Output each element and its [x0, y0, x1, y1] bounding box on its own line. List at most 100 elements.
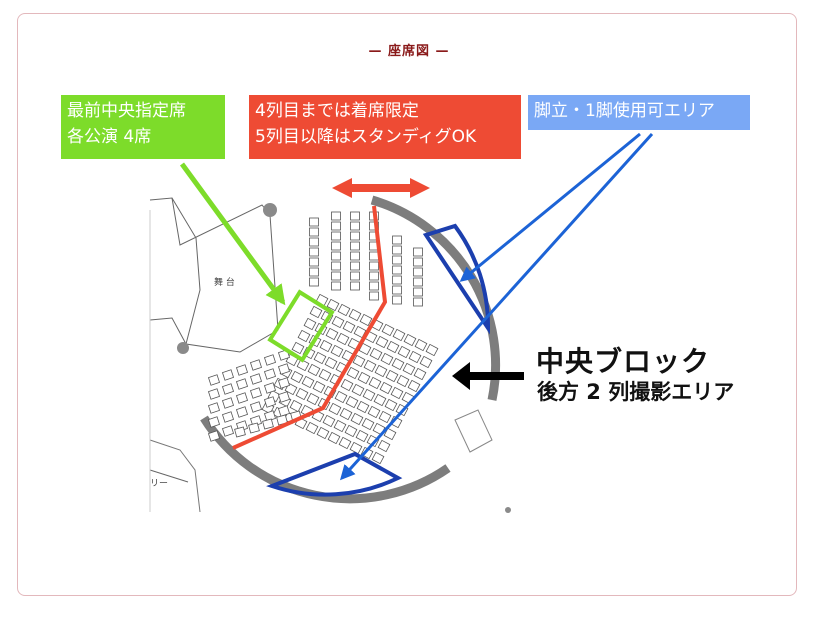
seat — [263, 382, 277, 394]
seat — [263, 368, 277, 380]
seat — [331, 231, 341, 241]
stage-label: 舞 台 — [214, 276, 235, 288]
seat — [235, 406, 249, 418]
seat — [339, 407, 353, 421]
seat — [324, 356, 338, 370]
seat — [295, 387, 309, 401]
seat — [392, 275, 402, 285]
seat — [234, 426, 246, 438]
seat — [306, 392, 320, 406]
stepladder-text: 脚立・1脚使用可エリア — [534, 101, 715, 121]
seat — [350, 412, 364, 426]
seat — [392, 235, 402, 245]
seat — [309, 247, 319, 257]
seat — [392, 295, 402, 305]
seat — [301, 375, 315, 389]
seat — [356, 400, 370, 414]
seat — [397, 345, 411, 359]
seat — [385, 369, 399, 383]
seat — [351, 383, 365, 397]
seat — [371, 451, 385, 465]
seat — [318, 368, 332, 382]
seat — [309, 277, 319, 287]
seat — [396, 374, 410, 388]
seating-limit-line-1: 4列目までは着席限定 — [255, 101, 419, 121]
seat — [331, 281, 341, 291]
seat — [333, 419, 347, 433]
black-arrow — [452, 362, 524, 390]
seat — [352, 354, 366, 368]
seat — [342, 320, 356, 334]
seat — [361, 417, 375, 431]
front-center-line-2: 各公演 4席 — [67, 127, 152, 147]
seat — [331, 315, 345, 329]
seat — [402, 362, 416, 376]
front-center-line-1: 最前中央指定席 — [67, 101, 186, 121]
seat — [379, 381, 393, 395]
center-block-subtitle: 後方 2 列撮影エリア — [537, 380, 735, 404]
seat — [350, 281, 360, 291]
seat — [331, 251, 341, 261]
seat — [391, 357, 405, 371]
seat — [221, 383, 235, 395]
seat — [349, 441, 363, 455]
seat — [326, 298, 340, 312]
seat — [235, 392, 249, 404]
seat — [368, 376, 382, 390]
seat — [413, 367, 427, 381]
red-aisle-line — [232, 205, 388, 450]
seat — [221, 397, 235, 409]
seat — [407, 379, 421, 393]
seat — [380, 352, 394, 366]
seat — [392, 328, 406, 342]
seat — [381, 323, 395, 337]
seat — [369, 347, 383, 361]
gallery-label: リー — [150, 479, 168, 489]
pillar-top — [263, 203, 277, 217]
center-block-title: 中央ブロック — [536, 345, 711, 378]
seat — [263, 396, 277, 408]
seat — [362, 388, 376, 402]
seat — [207, 416, 221, 428]
seat — [348, 308, 362, 322]
seating-limit-line-2: 5列目以降はスタンディグOK — [255, 127, 477, 147]
seat — [313, 351, 327, 365]
page-heading: — 座席図 — — [368, 44, 450, 59]
green-arrow — [179, 162, 286, 306]
seat — [413, 247, 423, 257]
seat — [373, 393, 387, 407]
seat — [249, 387, 263, 399]
seat — [296, 358, 310, 372]
seat — [344, 424, 358, 438]
seat — [325, 327, 339, 341]
seat — [369, 271, 379, 281]
stage-outline — [149, 197, 493, 513]
seat — [413, 257, 423, 267]
seat — [331, 271, 341, 281]
seat — [235, 378, 249, 390]
stepladder-label: 脚立・1脚使用可エリア — [528, 95, 750, 130]
seat — [289, 399, 303, 413]
seat — [297, 329, 311, 343]
seat — [309, 217, 319, 227]
seat — [248, 422, 260, 434]
seat — [309, 267, 319, 277]
seat — [392, 285, 402, 295]
seat — [290, 370, 304, 384]
seat — [207, 402, 221, 414]
seat — [350, 261, 360, 271]
seat — [322, 414, 336, 428]
seat — [307, 363, 321, 377]
seat — [331, 241, 341, 251]
seat — [350, 211, 360, 221]
seat — [390, 386, 404, 400]
seat — [207, 430, 221, 442]
seat — [305, 421, 319, 435]
seat — [413, 277, 423, 287]
seat — [425, 343, 439, 357]
pillar-left — [177, 342, 189, 354]
seat — [235, 364, 249, 376]
seat — [221, 411, 235, 423]
seat — [309, 305, 323, 319]
